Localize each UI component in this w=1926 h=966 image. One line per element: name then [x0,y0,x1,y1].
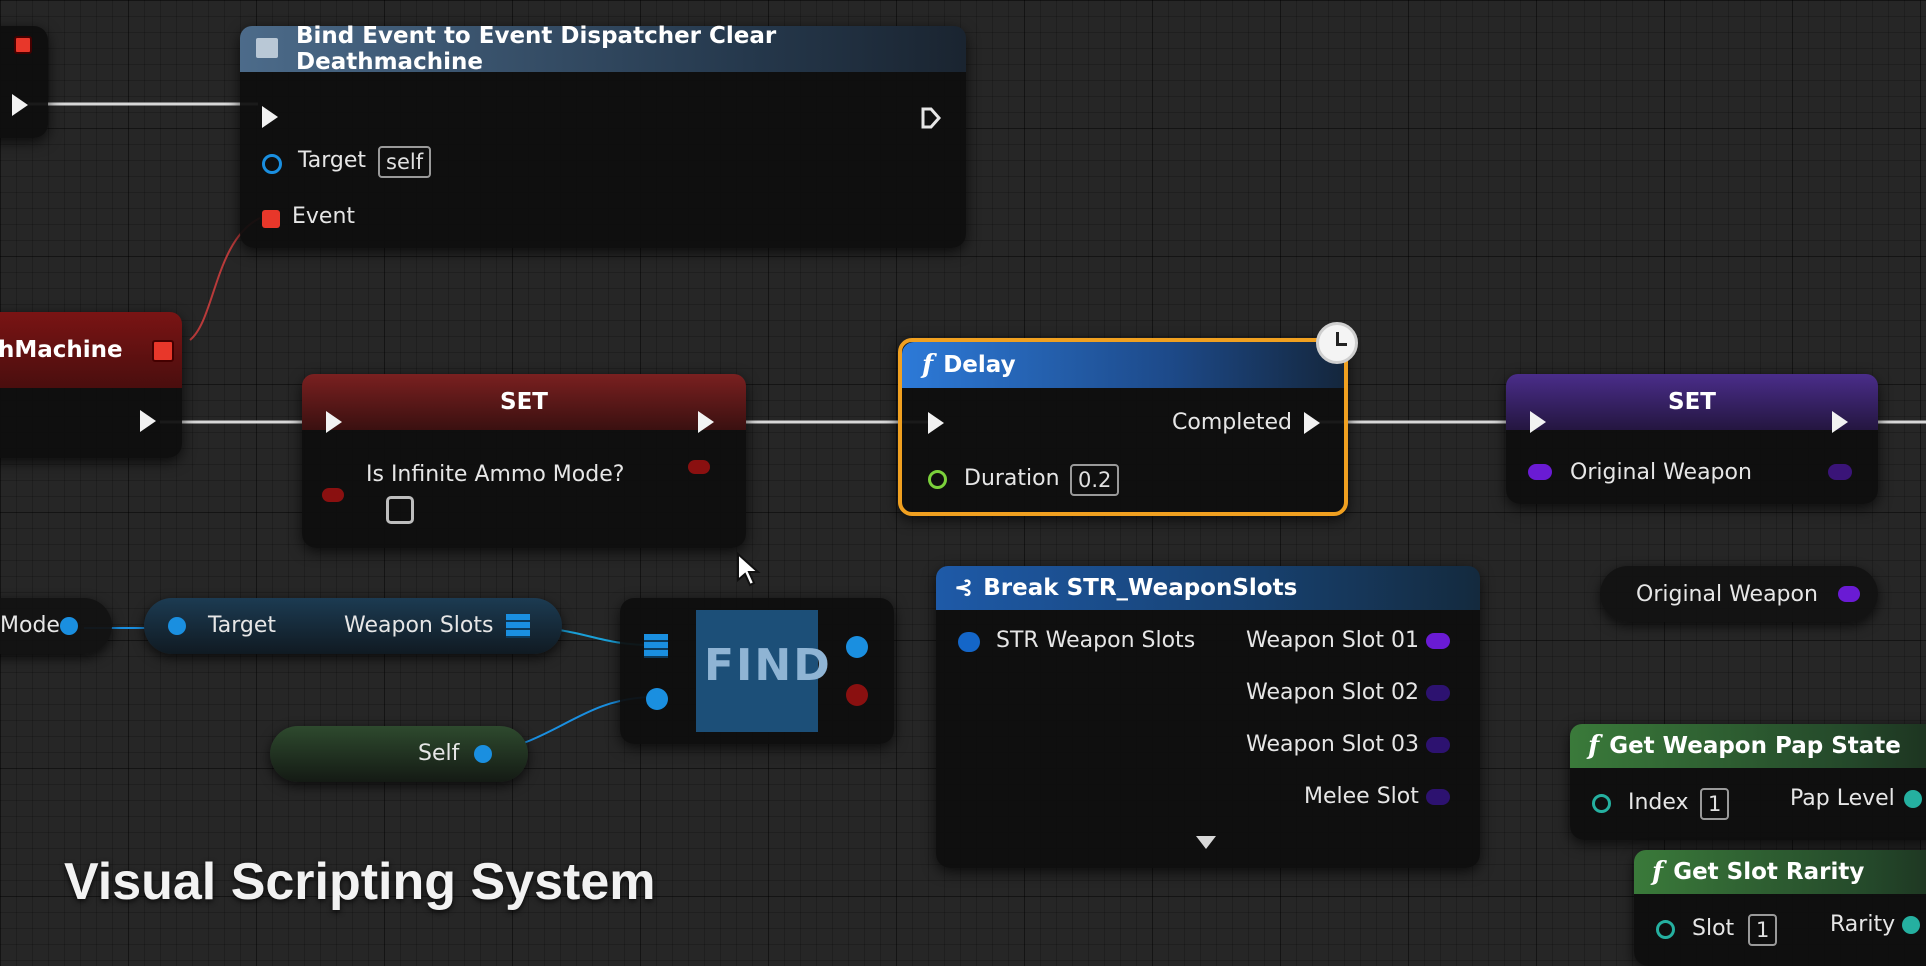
node-title: SET [500,389,548,415]
slot-label: Slot [1692,916,1735,941]
completed-exec-pin[interactable] [1304,412,1320,434]
exec-in-pin[interactable] [1530,411,1546,433]
target-label: Target [208,613,277,638]
var-label: Is Infinite Ammo Mode? [366,462,625,487]
exec-out-pin[interactable] [698,411,714,433]
index-label: Index [1628,790,1689,815]
node-title: hMachine [0,337,123,363]
set-infinite-ammo-node[interactable]: SET Is Infinite Ammo Mode? [302,374,746,548]
find-node[interactable]: FIND [620,598,894,744]
weapon-out-pin[interactable] [1828,464,1852,480]
find-label: FIND [704,640,832,691]
weapon-in-pin[interactable] [1528,464,1552,480]
break-icon: ⊰ [954,575,974,601]
mouse-cursor-icon [737,552,761,587]
pap-level-pin[interactable] [1904,790,1922,808]
self-node[interactable]: Self [270,726,528,782]
original-weapon-getter[interactable]: Original Weapon [1600,566,1878,622]
self-label: Self [418,741,460,766]
break-weapon-slots-node[interactable]: ⊰ Break STR_WeaponSlots STR Weapon Slots… [936,566,1480,868]
caption: Visual Scripting System [64,853,656,911]
get-weapon-pap-state-node[interactable]: f Get Weapon Pap State Index 1 Pap Level [1570,724,1926,840]
delegate-out-pin[interactable] [152,340,174,362]
event-label: Event [292,204,356,229]
node-title: Get Weapon Pap State [1609,733,1901,759]
output-label: Weapon Slots [344,613,494,638]
set-original-weapon-node[interactable]: SET Original Weapon [1506,374,1878,504]
node-title: Bind Event to Event Dispatcher Clear Dea… [296,23,777,75]
find-background [696,610,818,732]
mode-getter[interactable]: Mode [0,598,112,654]
get-slot-rarity-node[interactable]: f Get Slot Rarity Slot 1 Rarity [1634,850,1926,966]
target-pin[interactable] [262,154,282,174]
input-label: STR Weapon Slots [996,628,1196,653]
death-machine-event-node[interactable]: hMachine [0,312,182,458]
output-label-3: Weapon Slot 03 [1246,732,1419,757]
object-out-pin[interactable] [474,745,492,763]
weapon-slot-03-pin[interactable] [1426,737,1450,753]
found-out-pin[interactable] [846,684,868,706]
duration-value[interactable]: 0.2 [1070,464,1120,496]
melee-slot-pin[interactable] [1426,789,1450,805]
exec-out-pin[interactable] [1832,411,1848,433]
exec-in-pin[interactable] [262,106,278,128]
node-title: SET [1668,389,1716,415]
delay-node[interactable]: f Delay Completed Duration 0.2 [898,338,1348,516]
var-label: Original Weapon [1570,460,1752,485]
exec-in-pin[interactable] [928,412,944,434]
array-out-pin[interactable] [506,614,530,638]
exec-out-pin[interactable] [12,94,28,116]
index-value[interactable]: 1 [1700,788,1730,820]
struct-in-pin[interactable] [958,632,980,652]
exec-out-pin[interactable] [140,410,156,432]
duration-label: Duration [964,466,1060,491]
node-icon [256,38,278,58]
slot-pin[interactable] [1656,920,1675,939]
completed-label: Completed [1172,410,1292,435]
output-label-4: Melee Slot [1304,784,1419,809]
output-label: Rarity [1830,912,1896,937]
index-out-pin[interactable] [846,636,868,658]
exec-out-pin[interactable] [920,106,942,130]
weapon-slots-getter[interactable]: Target Weapon Slots [144,598,562,654]
function-icon: f [1588,731,1600,761]
bind-event-node[interactable]: Bind Event to Event Dispatcher Clear Dea… [240,23,966,248]
latent-clock-icon [1316,322,1358,364]
target-value[interactable]: self [378,146,432,178]
exec-in-pin[interactable] [326,411,342,433]
weapon-slot-02-pin[interactable] [1426,685,1450,701]
delegate-pin[interactable] [14,36,32,54]
node-title: Get Slot Rarity [1673,859,1865,885]
array-in-pin[interactable] [644,634,668,658]
rarity-pin[interactable] [1902,916,1920,934]
output-label-1: Weapon Slot 01 [1246,628,1419,653]
duration-pin[interactable] [928,470,947,489]
slot-value[interactable]: 1 [1748,914,1778,946]
event-pin[interactable] [262,210,280,228]
object-out-pin[interactable] [60,617,78,635]
node-title: Break STR_WeaponSlots [983,575,1298,601]
getter-label: Mode [0,613,60,638]
target-pin[interactable] [168,617,186,635]
output-label-2: Weapon Slot 02 [1246,680,1419,705]
bool-out-pin[interactable] [688,460,710,474]
bool-checkbox[interactable] [386,496,414,524]
partial-event-node[interactable] [0,26,48,138]
target-label: Target [298,148,367,173]
function-icon: f [922,350,934,380]
bool-in-pin[interactable] [322,488,344,502]
getter-label: Original Weapon [1636,582,1818,607]
item-in-pin[interactable] [646,688,668,710]
weapon-out-pin[interactable] [1838,586,1860,602]
output-label: Pap Level [1790,786,1895,811]
weapon-slot-01-pin[interactable] [1426,633,1450,649]
node-title: Delay [943,352,1016,378]
index-pin[interactable] [1592,794,1611,813]
expand-arrow-icon[interactable] [1196,836,1216,849]
function-icon: f [1652,857,1664,887]
